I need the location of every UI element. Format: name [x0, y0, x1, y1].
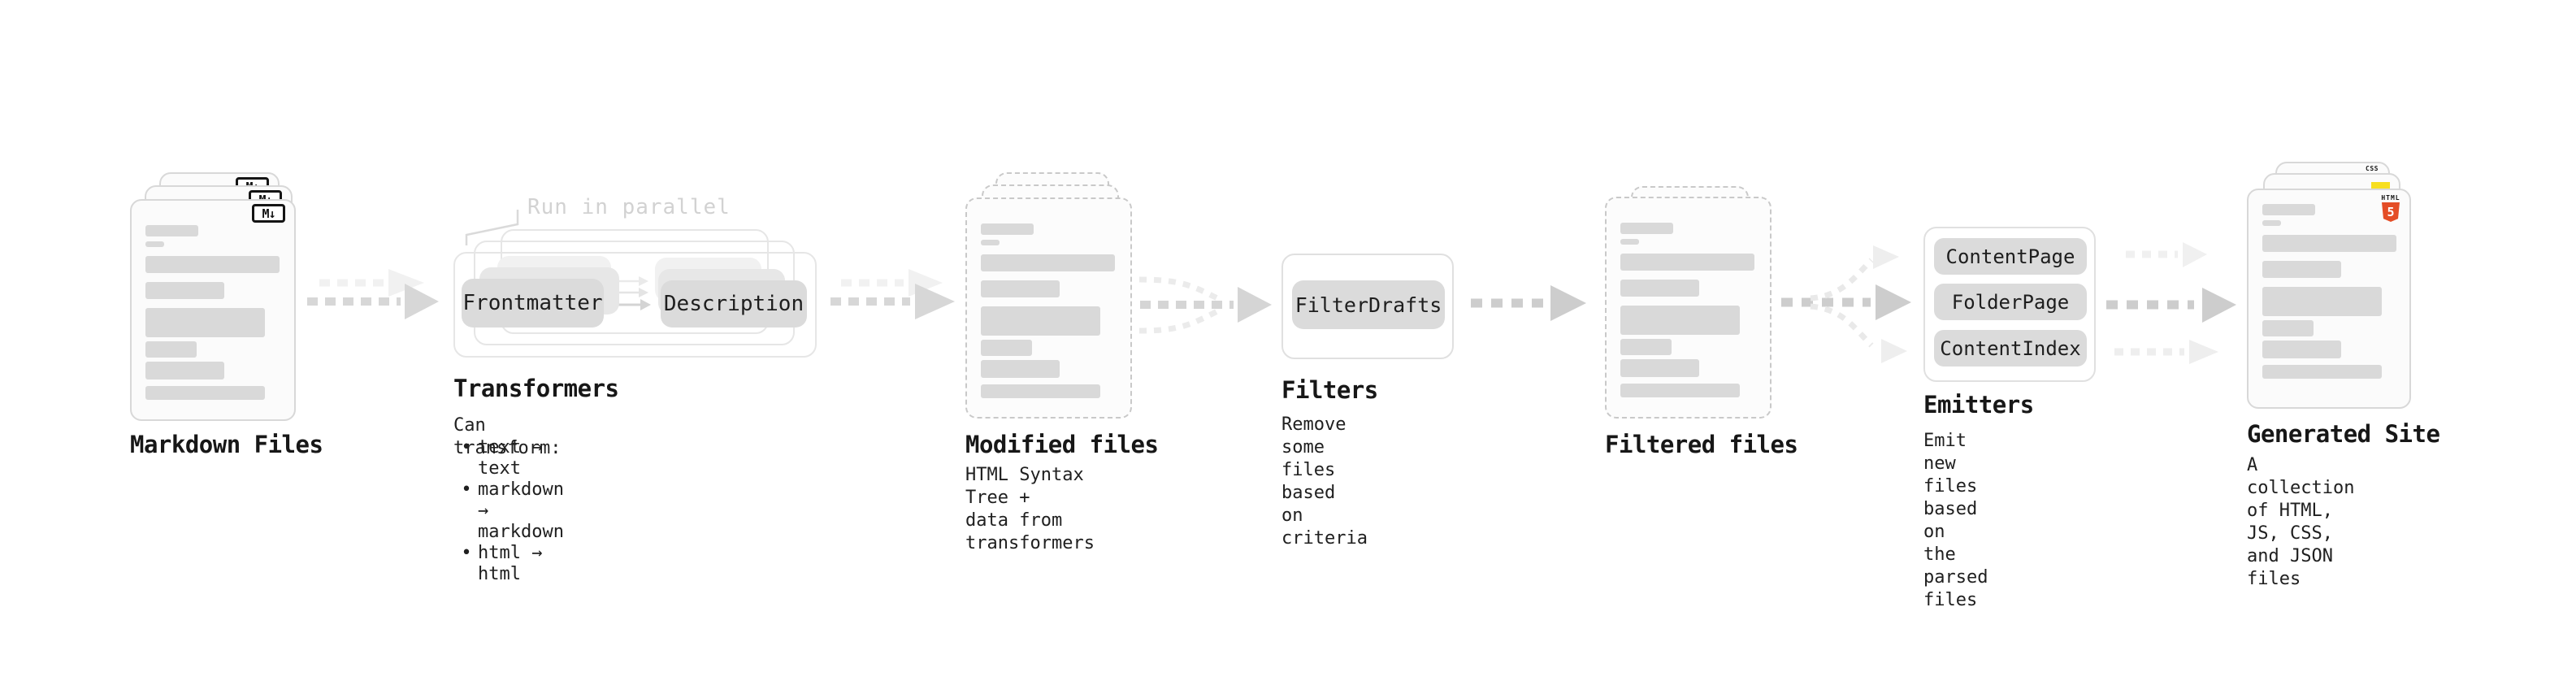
skeleton-bar: [1620, 239, 1639, 245]
transformers-bullet-list: • text → text • markdown → markdown • ht…: [455, 437, 564, 585]
skeleton-bar: [981, 306, 1100, 336]
skeleton-bar: [2262, 261, 2341, 278]
markdown-files-label: Markdown Files: [130, 431, 323, 458]
skeleton-bar: [2262, 365, 2382, 379]
skeleton-bar: [981, 240, 1000, 245]
filtered-file-card-front: [1605, 197, 1772, 419]
generated-site-label: Generated Site: [2247, 420, 2440, 448]
skeleton-bar: [145, 386, 265, 400]
frontmatter-badge: Frontmatter: [462, 279, 604, 327]
html5-icon: HTML 5: [2379, 194, 2403, 222]
markdown-file-card-front: M↓: [130, 199, 296, 421]
skeleton-bar: [145, 282, 224, 299]
transformers-description-title: Can transform:: [453, 415, 562, 458]
js-file-icon: [2371, 182, 2390, 190]
markdown-icon: M↓: [252, 204, 285, 223]
bullet-item: • markdown → markdown: [455, 479, 564, 543]
emitters-container: [1923, 227, 2096, 382]
skeleton-bar: [145, 341, 197, 358]
bullet-text: text → text: [478, 437, 543, 479]
filterdrafts-badge: FilterDrafts: [1292, 280, 1445, 329]
description-badge: Description: [661, 280, 807, 327]
skeleton-bar: [981, 280, 1060, 297]
html5-icon-word: HTML: [2381, 194, 2400, 202]
skeleton-bar: [1620, 223, 1673, 234]
transformers-label: Transformers: [453, 375, 619, 402]
file-content-skeleton: [132, 201, 294, 419]
skeleton-bar: [981, 360, 1060, 378]
filters-description: Remove some files based on criteria: [1281, 414, 1368, 549]
skeleton-bar: [1620, 280, 1699, 297]
html5-icon-shield: 5: [2382, 202, 2400, 222]
skeleton-bar: [981, 223, 1034, 235]
skeleton-bar: [2262, 320, 2314, 336]
skeleton-bar: [145, 256, 280, 273]
skeleton-bar: [981, 384, 1100, 398]
modified-files-label: Modified files: [965, 431, 1159, 458]
skeleton-bar: [981, 340, 1032, 356]
modified-file-card-front: [965, 197, 1132, 419]
skeleton-bar: [145, 362, 224, 380]
bullet-item: • html → html: [455, 543, 564, 585]
contentindex-badge: ContentIndex: [1934, 330, 2087, 367]
file-content-skeleton: [1607, 198, 1770, 417]
filters-container: [1281, 254, 1454, 359]
file-content-skeleton: [2249, 180, 2409, 397]
bullet-text: markdown → markdown: [478, 479, 564, 542]
skeleton-bar: [2262, 287, 2382, 316]
bullet-glyph: •: [461, 437, 472, 458]
skeleton-bar: [1620, 254, 1754, 271]
skeleton-bar: [2262, 340, 2341, 358]
bullet-text: html → html: [478, 543, 543, 584]
skeleton-bar: [2262, 220, 2281, 226]
transformer-container-front: [453, 252, 817, 358]
skeleton-bar: [145, 241, 164, 247]
skeleton-bar: [2262, 235, 2396, 252]
filters-label: Filters: [1281, 376, 1378, 404]
file-content-skeleton: [967, 199, 1130, 417]
bullet-glyph: •: [461, 543, 472, 563]
filtered-files-label: Filtered files: [1605, 431, 1798, 458]
skeleton-bar: [1620, 359, 1699, 377]
emitters-description: Emit new files based on the parsed files: [1923, 431, 1988, 610]
skeleton-bar: [145, 225, 198, 236]
generated-file-card-html: HTML 5: [2247, 189, 2411, 409]
css-icon-label: CSS: [2366, 165, 2379, 172]
contentpage-badge: ContentPage: [1934, 238, 2087, 275]
bullet-glyph: •: [461, 479, 472, 500]
modified-files-description: HTML Syntax Tree + data from transformer…: [965, 465, 1095, 553]
generated-site-description: A collection of HTML, JS, CSS, and JSON …: [2247, 455, 2355, 589]
emitters-label: Emitters: [1923, 391, 2034, 419]
skeleton-bar: [1620, 384, 1740, 397]
skeleton-bar: [1620, 306, 1740, 335]
run-in-parallel-annotation: Run in parallel: [527, 195, 731, 219]
skeleton-bar: [981, 254, 1115, 271]
skeleton-bar: [145, 308, 265, 337]
skeleton-bar: [1620, 339, 1672, 355]
bullet-item: • text → text: [455, 437, 564, 479]
skeleton-bar: [2262, 204, 2315, 215]
folderpage-badge: FolderPage: [1934, 284, 2087, 320]
